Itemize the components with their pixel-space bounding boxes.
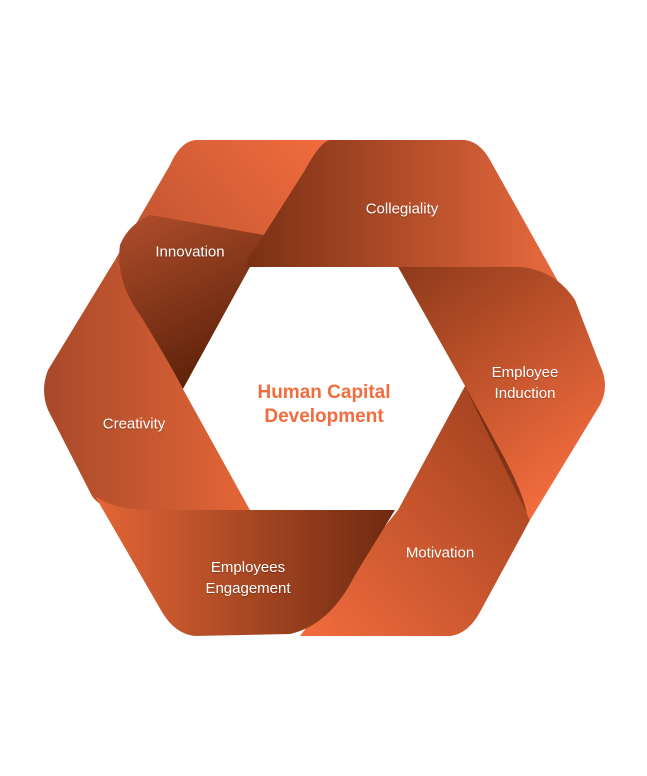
center-title-line-1: Human Capital <box>257 382 391 403</box>
creativity-segment <box>44 260 250 510</box>
innovation-label: Innovation <box>155 242 224 263</box>
innovation-label-text: Innovation <box>155 243 225 261</box>
center-title: Human Capital Development <box>257 381 390 429</box>
employees-engagement-label-line-2: Engagement <box>205 580 291 597</box>
motivation-segment <box>300 386 530 636</box>
employees-engagement-segment <box>95 496 395 636</box>
motivation-label: Motivation <box>406 543 474 564</box>
center-hexagon <box>183 267 465 510</box>
motivation-label-text: Motivation <box>405 544 475 562</box>
creativity-label-text: Creativity <box>102 415 166 433</box>
collegiality-label-text: Collegiality <box>365 200 439 218</box>
employee-induction-label-line-1: Employee <box>491 364 559 381</box>
employees-engagement-label-line-1: Employees <box>210 559 286 576</box>
collegiality-segment <box>246 140 560 285</box>
employee-induction-label-line-2: Induction <box>494 385 556 402</box>
employees-engagement-label: Employees Engagement <box>205 557 290 599</box>
innovation-segment <box>119 215 270 389</box>
employee-induction-label: Employee Induction <box>492 362 559 404</box>
employee-induction-segment <box>398 267 605 520</box>
creativity-label: Creativity <box>103 414 166 435</box>
collegiality-label: Collegiality <box>366 199 439 220</box>
center-title-line-2: Development <box>264 406 384 427</box>
